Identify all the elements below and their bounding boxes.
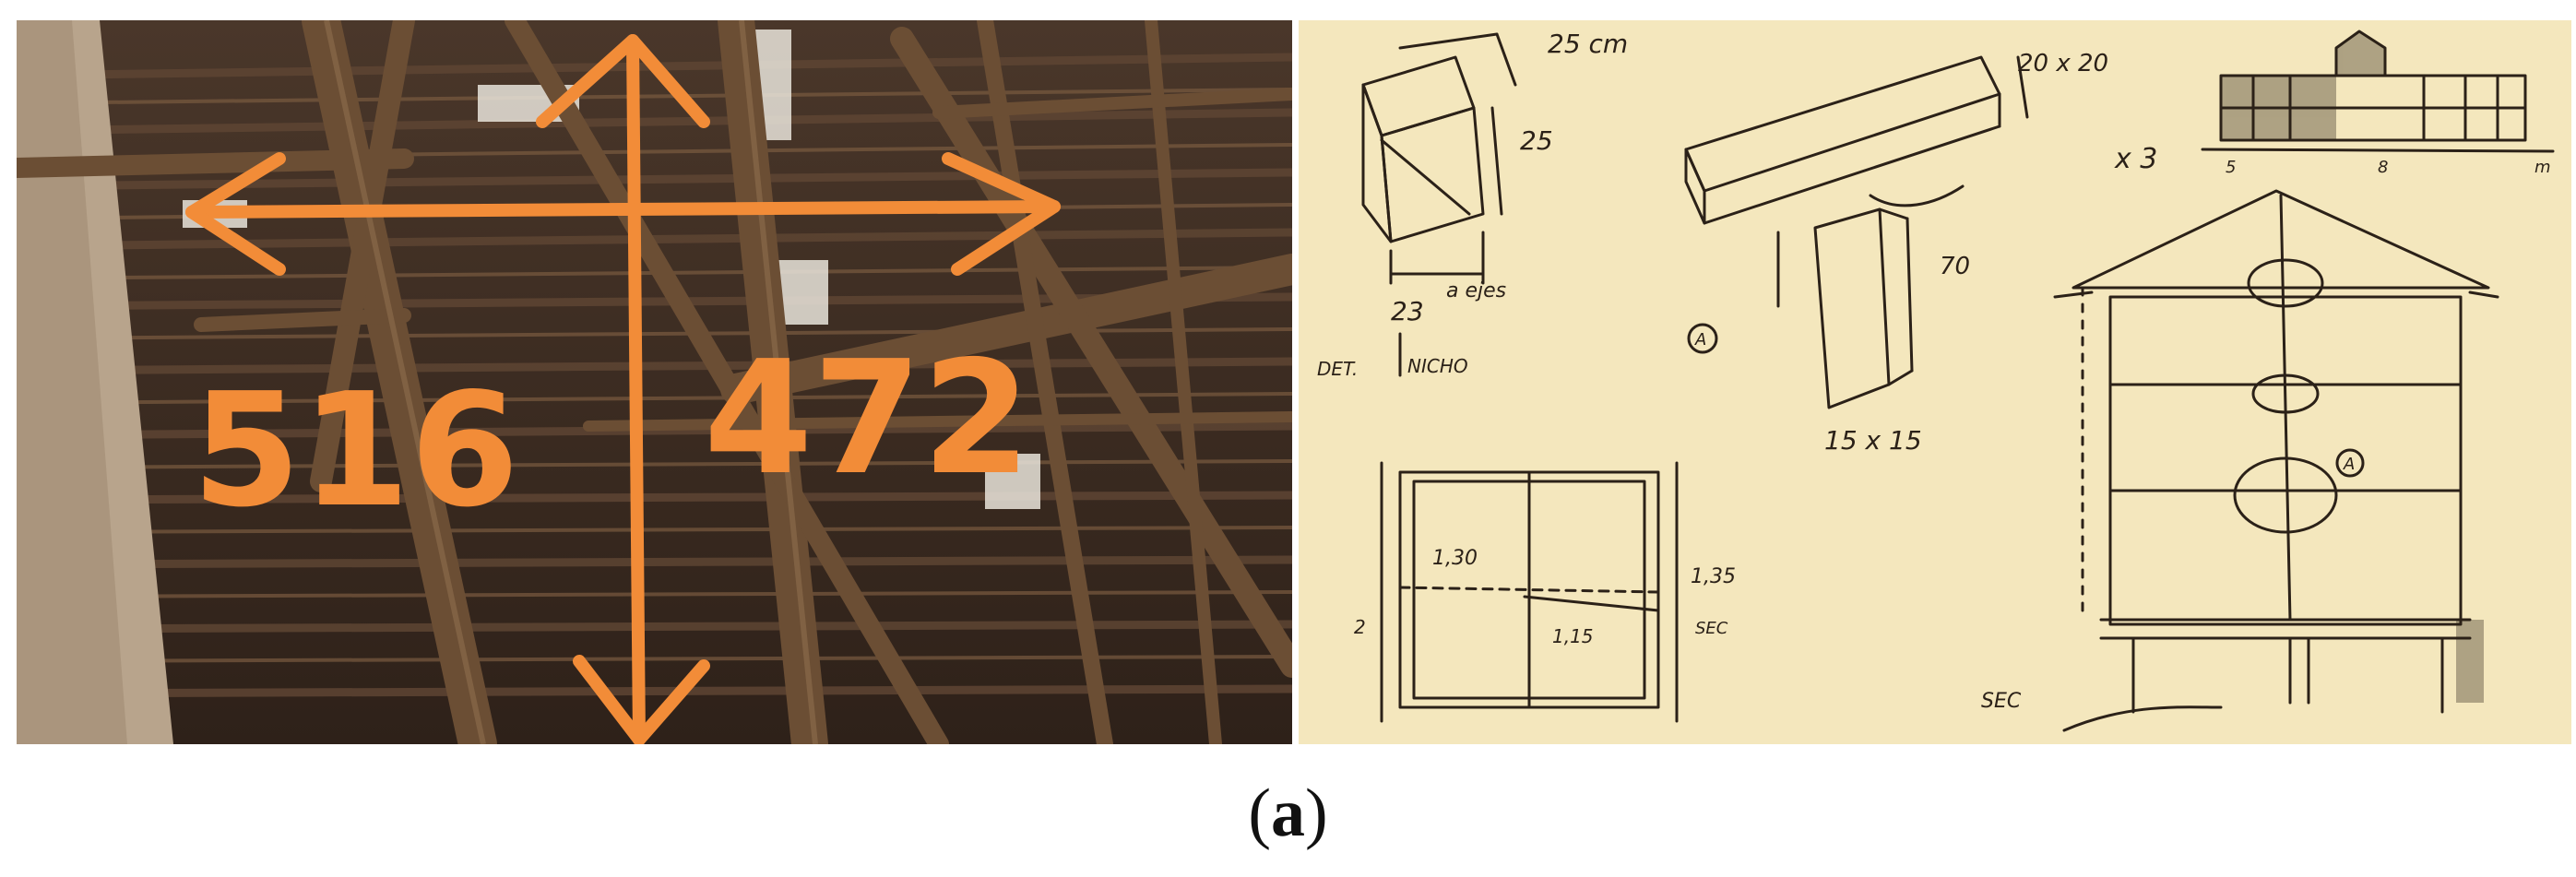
span-annotation-472: 472 <box>704 327 1031 510</box>
times-3-label: x 3 <box>2114 143 2157 175</box>
roof-photo: 516 472 <box>17 20 1292 744</box>
mark-2-label: 2 <box>1354 616 1366 638</box>
structure-sketch: 25 cm 25 23 a ejes DET. NICHO 20 x 20 x … <box>1299 20 2571 744</box>
figure-caption: (a) <box>0 775 2576 853</box>
dim-23-label: 23 <box>1391 296 1424 326</box>
section-sec-label: SEC <box>1981 690 2022 713</box>
dim-25cm-label: 25 cm <box>1548 29 1628 59</box>
dim-25-label: 25 <box>1520 125 1553 156</box>
plan-sec-label: SEC <box>1695 619 1728 638</box>
caption-label: a <box>1271 776 1305 851</box>
beam-20x20-label: 20 x 20 <box>2018 50 2108 77</box>
scale-5-label: 5 <box>2226 158 2236 177</box>
dim-1-15-label: 1,15 <box>1552 625 1594 647</box>
span-annotation-516: 516 <box>192 360 519 542</box>
scale-8-label: 8 <box>2378 158 2388 177</box>
marker-a-detail: A <box>1694 330 1706 350</box>
nicho-label: NICHO <box>1407 355 1468 377</box>
post-15x15-label: 15 x 15 <box>1824 425 1922 456</box>
det-label: DET. <box>1317 358 1358 380</box>
dim-70-label: 70 <box>1940 253 1970 280</box>
a-ejes-note: a ejes <box>1446 279 1506 302</box>
caption-open-paren: ( <box>1248 776 1271 851</box>
scale-m-label: m <box>2534 158 2551 177</box>
marker-a-section: A <box>2343 455 2355 474</box>
sketch-drawing: 25 cm 25 23 a ejes DET. NICHO 20 x 20 x … <box>1299 20 2571 744</box>
roof-photo-drawing: 516 472 <box>17 20 1292 744</box>
dim-1-30-label: 1,30 <box>1432 547 1478 570</box>
dim-1-35-label: 1,35 <box>1691 565 1736 588</box>
caption-close-paren: ) <box>1305 776 1328 851</box>
